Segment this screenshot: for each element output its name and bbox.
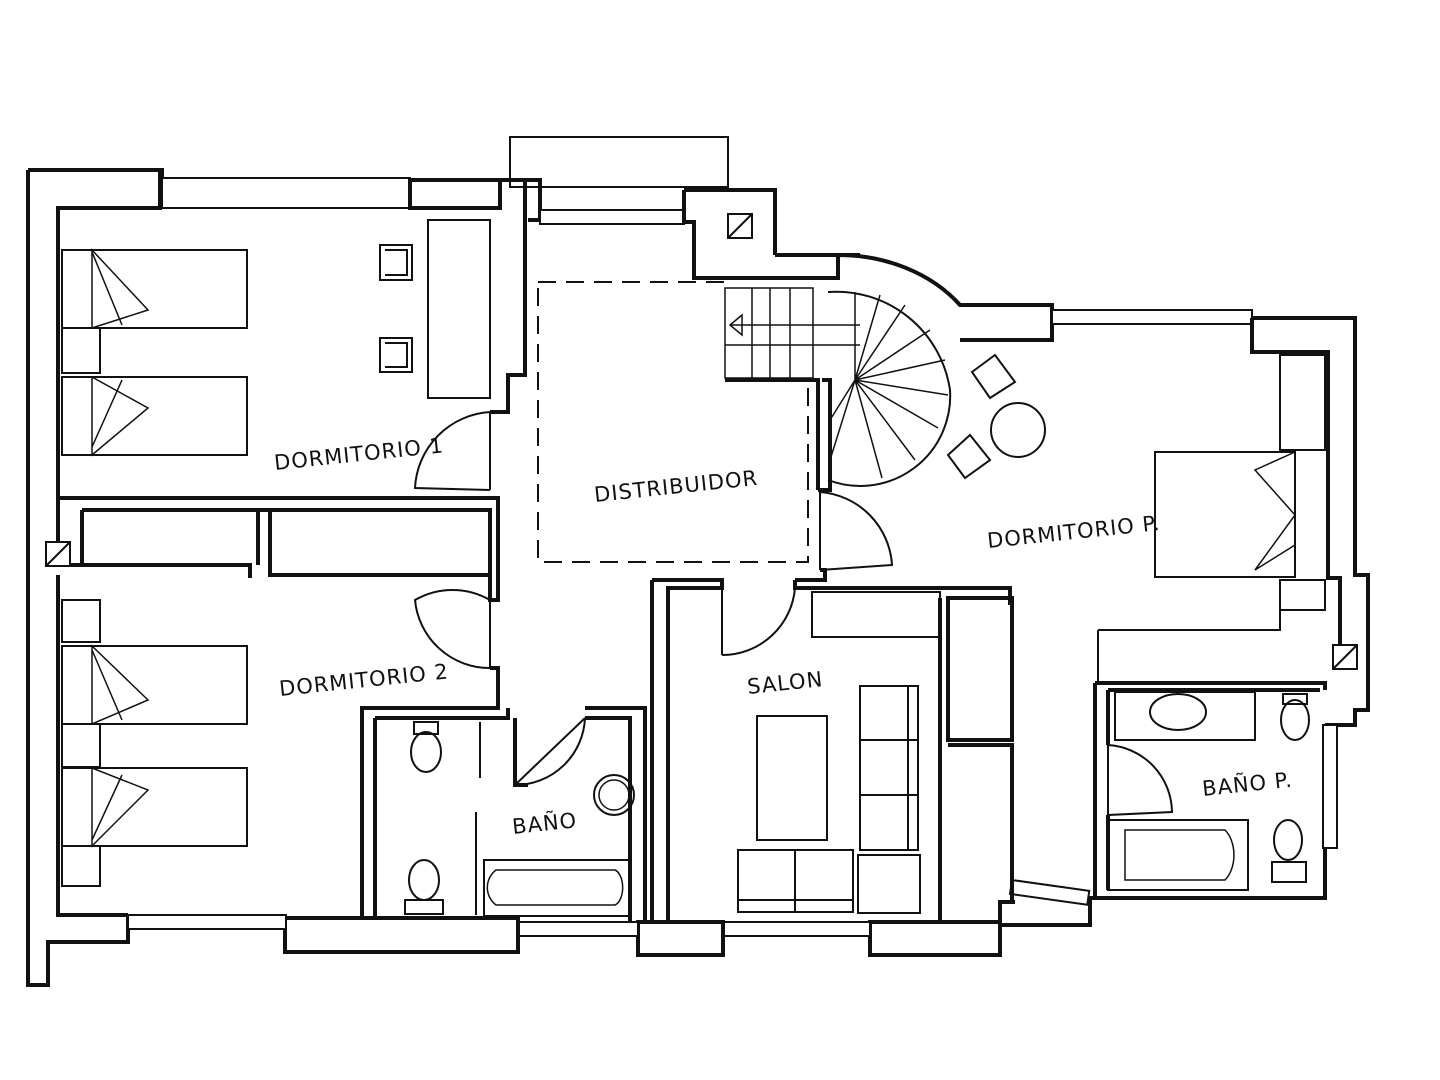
cabinet (811, 591, 941, 638)
toilet (408, 859, 440, 901)
fixtures-bano-p (1107, 691, 1310, 891)
window-bottom-left (127, 914, 287, 930)
interior-walls (58, 378, 1327, 922)
window-bottom-right (1008, 878, 1091, 906)
toilet (1273, 819, 1303, 861)
window-bottom-bath (517, 921, 639, 937)
door-dormitorio-2 (413, 589, 491, 670)
sink (593, 774, 635, 816)
coffee-table (756, 715, 828, 841)
bed (61, 376, 248, 456)
furniture-dormitorio-p (946, 353, 1326, 683)
door-bano (514, 717, 586, 787)
label-dormitorio-2: DORMITORIO 2 (278, 659, 450, 701)
chair (970, 353, 1017, 400)
fixtures-bano (404, 721, 635, 917)
toilet (410, 731, 442, 773)
window-bottom-salon (722, 921, 871, 937)
toilet (1280, 699, 1310, 741)
furniture-dormitorio-2 (61, 599, 248, 887)
chair (946, 433, 992, 480)
label-distribuidor: DISTRIBUIDOR (593, 466, 759, 507)
staircase (724, 287, 952, 487)
window-top-left (161, 177, 411, 209)
label-salon: SALON (746, 667, 824, 699)
label-dormitorio-p: DORMITORIO P. (986, 511, 1162, 553)
wardrobe (1097, 610, 1281, 683)
bed (61, 645, 248, 725)
bathtub (483, 859, 631, 917)
furniture-salon (737, 591, 941, 914)
door-salon (721, 587, 796, 657)
room-labels: DORMITORIO 1 DISTRIBUIDOR DORMITORIO P. … (273, 433, 1294, 839)
sofa-side (859, 685, 919, 851)
distribuidor-outline (537, 281, 809, 563)
window-top-center (539, 209, 685, 225)
bathtub (1107, 819, 1249, 891)
label-bano-p: BAÑO P. (1201, 766, 1294, 801)
label-bano: BAÑO (511, 806, 578, 839)
window-right-bath (1322, 724, 1338, 849)
door-dormitorio-1 (413, 411, 491, 491)
furniture-dormitorio-1 (61, 219, 491, 457)
bed (61, 249, 248, 329)
door-bano-p (1107, 744, 1174, 816)
balcony (509, 136, 729, 188)
chair (379, 337, 413, 373)
exterior-walls (26, 136, 1370, 987)
bed (61, 767, 248, 847)
wardrobe (427, 219, 491, 399)
round-table (990, 402, 1046, 458)
chair (379, 244, 413, 281)
sink (1149, 693, 1207, 731)
armchair (857, 854, 921, 914)
door-dormitorio-p (819, 491, 894, 571)
window-top-right (1051, 309, 1253, 325)
doors (413, 411, 1174, 816)
